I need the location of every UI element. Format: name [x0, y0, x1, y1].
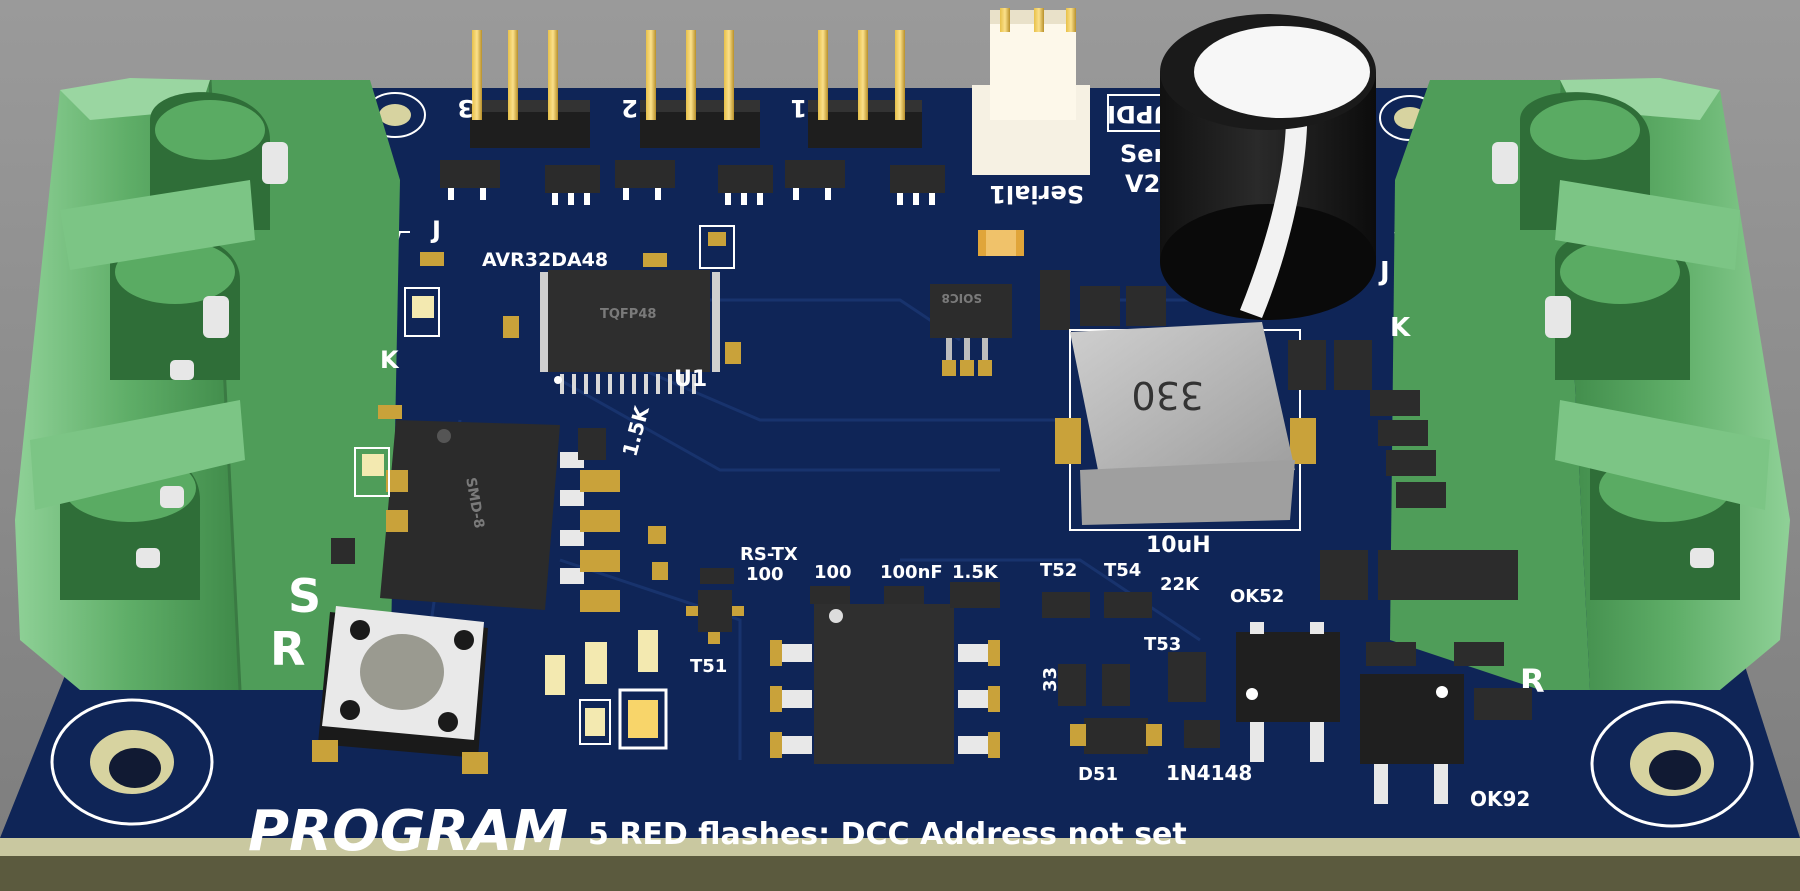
label-d51: D51: [1078, 764, 1118, 785]
mcu-package: TQFP48: [600, 307, 656, 322]
mounting-hole-bottom-left: [50, 698, 214, 826]
right-label-k: K: [1390, 313, 1411, 343]
serial-text-1: Ser: [1120, 140, 1166, 168]
label-rs-tx: RS-TX: [740, 544, 798, 565]
mcu-chip: [540, 270, 720, 394]
program-push-button[interactable]: [312, 606, 488, 774]
label-100-b: 100: [814, 562, 852, 583]
label-100nf: 100nF: [880, 562, 943, 583]
label-33: 33: [1040, 667, 1061, 692]
serial-connector: [972, 8, 1090, 175]
soic8-large-chip: [770, 604, 1000, 764]
header-transistors: [440, 160, 945, 193]
right-label-j: J: [1378, 257, 1390, 287]
pin-header-3: [470, 30, 590, 148]
label-22k: 22K: [1160, 574, 1200, 595]
mid-resistors: [810, 582, 1206, 706]
soic8-label: SOIC8: [942, 291, 982, 305]
label-ok92: OK92: [1470, 787, 1530, 811]
label-1-5k-mid: 1.5K: [952, 562, 999, 583]
mcu-passives: [503, 225, 741, 364]
right-terminal-block: [1390, 78, 1790, 690]
label-t52: T52: [1040, 560, 1077, 581]
transistor-t51: [686, 568, 744, 644]
pin-header-2: [640, 30, 760, 148]
left-label-s: S: [288, 569, 321, 623]
mcu-part-name: AVR32DA48: [482, 249, 608, 271]
header-transistor-leads: [448, 188, 935, 205]
label-t51: T51: [690, 656, 727, 677]
electrolytic-capacitor: [1160, 14, 1376, 320]
header-label-3: 3: [457, 94, 474, 122]
label-100-a: 100: [746, 564, 784, 585]
serial-text-2: V2: [1125, 170, 1160, 198]
left-leds: [331, 252, 606, 564]
status-message: 5 RED flashes: DCC Address not set: [588, 817, 1187, 852]
right-mosfets: [1320, 550, 1532, 720]
power-inductor: [1055, 322, 1316, 531]
left-label-k: K: [380, 346, 400, 374]
header-label-2: 2: [621, 94, 638, 122]
mosfets-top: [1040, 270, 1166, 330]
label-1n4148: 1N4148: [1166, 761, 1252, 785]
button-passives: [545, 526, 668, 750]
soic8-chip: [930, 284, 1012, 376]
diode-d51: [1070, 718, 1162, 754]
inductor-marking: 330: [1131, 373, 1204, 417]
left-label-j: J: [430, 216, 441, 244]
serial-connector-label: Serial1: [989, 180, 1084, 208]
opto-ok92: [1360, 674, 1464, 804]
opto-ok52: [1236, 622, 1340, 762]
left-terminal-block: [15, 78, 400, 691]
label-t53: T53: [1144, 634, 1181, 655]
right-resistors: [1288, 340, 1446, 508]
mcu-ref: U1: [674, 367, 707, 392]
opto-smd8: [380, 420, 620, 612]
label-t54: T54: [1104, 560, 1141, 581]
left-label-r: R: [270, 622, 305, 676]
header-label-1: 1: [790, 94, 807, 122]
diode-1n4148: [1184, 720, 1220, 748]
pin-header-1: [808, 30, 922, 148]
right-terminal-screw-2: [1545, 232, 1690, 380]
mounting-hole-bottom-right: [1590, 700, 1754, 828]
label-ok52: OK52: [1230, 586, 1284, 607]
program-label: PROGRAM: [248, 799, 568, 864]
inductor-value: 10uH: [1146, 533, 1211, 558]
